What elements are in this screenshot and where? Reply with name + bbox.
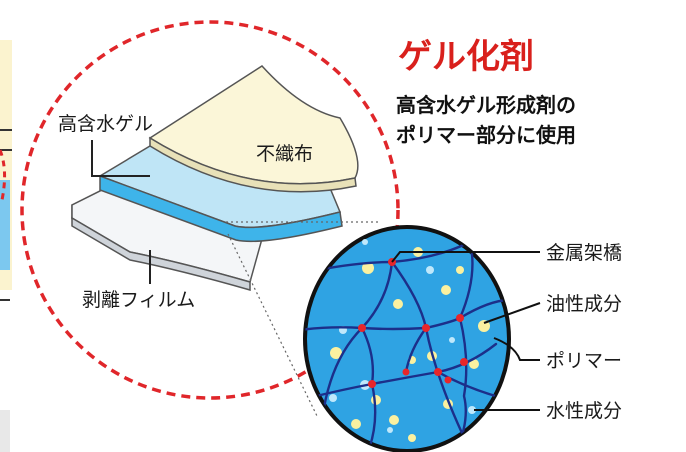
description-line-1: 高含水ゲル形成剤の: [396, 93, 576, 117]
lens-line-bottom: [227, 233, 319, 419]
left-edge-fragment: [0, 40, 12, 452]
leader-metal-crosslink: [391, 251, 540, 263]
label-nonwoven: 不織布: [256, 143, 313, 165]
leader-polymer: [493, 337, 540, 361]
nonwoven-layer: [148, 65, 359, 193]
label-metal-crosslink: 金属架橋: [546, 242, 622, 264]
leader-oil-component: [483, 302, 541, 324]
label-hydrogel: 高含水ゲル: [58, 113, 153, 135]
magnified-network-circle: [303, 225, 511, 452]
label-polymer: ポリマー: [546, 350, 622, 372]
label-water-component: 水性成分: [546, 400, 622, 422]
label-release-film: 剥離フィルム: [82, 289, 195, 311]
leader-hydrogel: [91, 140, 150, 177]
label-oil-component: 油性成分: [546, 293, 622, 315]
description-line-2: ポリマー部分に使用: [396, 123, 576, 147]
diagram-title: ゲル化剤: [398, 37, 534, 77]
